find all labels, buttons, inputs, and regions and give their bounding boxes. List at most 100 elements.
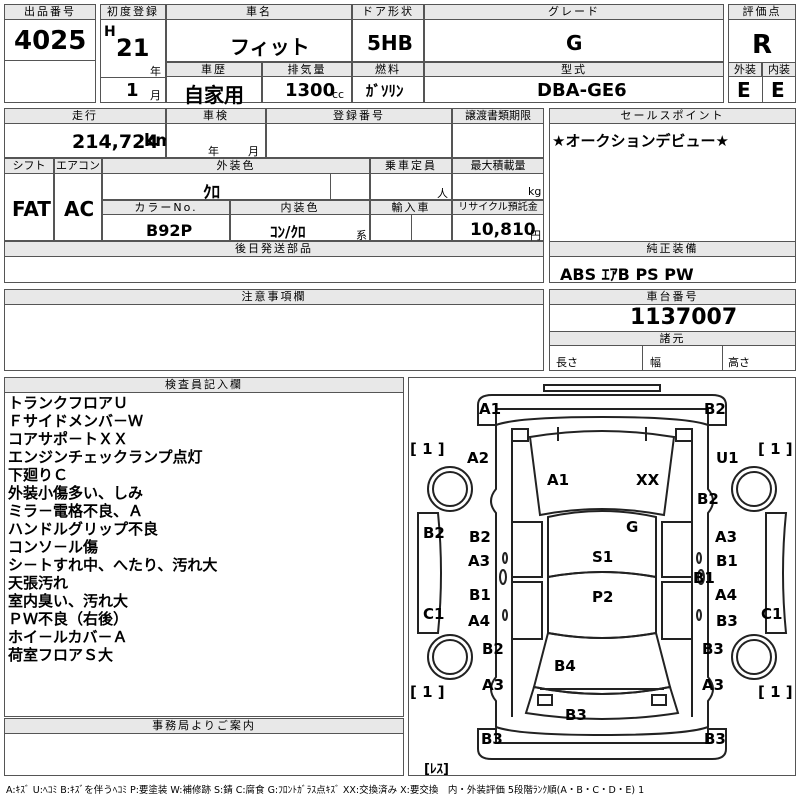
damage-label: B4: [554, 657, 576, 675]
year-unit: 年: [150, 65, 161, 78]
reg-year: 21: [116, 34, 150, 62]
bracket-top-left: [ 1 ]: [410, 440, 445, 458]
damage-label: A1: [547, 471, 570, 489]
fuel-label: 燃料: [352, 62, 424, 77]
ac: AC: [64, 197, 95, 221]
remark-line: シ－トすれ中、へたり、汚れ大: [8, 556, 218, 574]
spec-label: 諸元: [549, 331, 796, 346]
recycle-label: リサイクル預託金: [452, 200, 544, 215]
damage-label: B1: [716, 552, 738, 570]
inspection-label: 車検: [166, 108, 266, 124]
interior-score: E: [771, 78, 785, 102]
model: DBA-GE6: [537, 80, 627, 101]
reg-no-label: 登録番号: [266, 108, 452, 124]
lot-box: [4, 4, 96, 103]
damage-label: A4: [468, 612, 491, 630]
fuel: ｶﾞｿﾘﾝ: [366, 82, 404, 100]
inspection-month-unit: 月: [248, 145, 259, 158]
mileage-unit: km: [144, 131, 174, 151]
int-color-unit: 系: [356, 229, 367, 242]
damage-label: U1: [716, 449, 739, 467]
damage-label: B3: [702, 640, 724, 658]
equipment-label: 純正装備: [549, 241, 796, 257]
damage-label: A3: [702, 676, 725, 694]
damage-label: XX: [636, 471, 660, 489]
remark-line: ミラ－電格不良、Ａ: [8, 502, 144, 520]
damage-label: B2: [469, 528, 491, 546]
lot-label: 出品番号: [4, 4, 96, 20]
damage-label: B3: [716, 612, 738, 630]
damage-label: B2: [423, 524, 445, 542]
ac-label: エアコン: [54, 158, 102, 174]
remark-line: ホイ－ルカバ－Ａ: [8, 628, 128, 646]
office-label: 事務局よりご案内: [4, 718, 404, 734]
inspector-box: [4, 377, 404, 717]
interior-label: 内装: [762, 62, 796, 77]
mileage-label: 走行: [4, 108, 166, 124]
damage-label: P2: [592, 588, 614, 606]
recycle-unit: 円: [530, 229, 541, 242]
bracket-top-right: [ 1 ]: [758, 440, 793, 458]
car-diagram-box: [408, 377, 796, 776]
remark-line: 下廻りＣ: [8, 466, 69, 484]
height-label: 高さ: [728, 356, 750, 369]
shift-label: シフト: [4, 158, 54, 174]
remark-line: 外装小傷多い、しみ: [8, 484, 144, 502]
displacement-label: 排気量: [262, 62, 352, 77]
car-diagram: [417, 384, 788, 760]
int-color: ｺﾝ/ｸﾛ: [270, 223, 306, 241]
int-color-label: 内装色: [230, 200, 370, 215]
sales-point-label: セールスポイント: [549, 108, 796, 124]
door-type: 5HB: [367, 31, 413, 55]
max-load-label: 最大積載量: [452, 158, 544, 174]
damage-label: B3: [704, 730, 726, 748]
displacement-unit: cc: [332, 88, 345, 101]
reg-month: 1: [126, 80, 139, 101]
damage-label: G: [626, 518, 639, 536]
legend-footer: A:ｷｽﾞ U:ﾍｺﾐ B:ｷｽﾞを伴うﾍｺﾐ P:要塗装 W:補修跡 S:錆 …: [6, 785, 645, 796]
transfer-label: 譲渡書類期限: [452, 108, 544, 124]
damage-label: B3: [565, 706, 587, 724]
color-no-label: カラーNo.: [102, 200, 230, 215]
era: H: [104, 24, 116, 40]
damage-label: A3: [715, 528, 738, 546]
bracket-bottom-left: [ 1 ]: [410, 683, 445, 701]
damage-label: A3: [468, 552, 491, 570]
import-label: 輸入車: [370, 200, 452, 215]
shift: FAT: [12, 197, 51, 221]
chassis-number: 1137007: [630, 305, 738, 330]
damage-label: B3: [481, 730, 503, 748]
inspector-remarks: トランクフロアＵ Ｆサイドメンバ－Ｗ コアサポ－トＸＸ エンジンチェックランプ点…: [8, 394, 217, 664]
damage-label: B1: [693, 569, 715, 587]
lot-number: 4025: [14, 26, 87, 56]
ext-color-label: 外装色: [102, 158, 370, 174]
history-label: 車歴: [166, 62, 262, 77]
damage-label: A1: [479, 400, 502, 418]
inspector-label: 検査員記入欄: [4, 377, 404, 393]
door-label: ドア形状: [352, 4, 424, 20]
remark-line: トランクフロアＵ: [8, 394, 129, 412]
remark-line: エンジンチェックランプ点灯: [8, 448, 203, 466]
damage-label: B2: [482, 640, 504, 658]
sales-point: ★オークションデビュー★: [552, 132, 729, 150]
history: 自家用: [184, 83, 244, 107]
remark-line: ハンドルグリップ不良: [8, 520, 159, 538]
grade: G: [566, 31, 583, 55]
car-name: フィット: [230, 35, 310, 59]
score: R: [752, 30, 773, 60]
car-name-label: 車名: [166, 4, 352, 20]
damage-label: B2: [697, 490, 719, 508]
remark-line: コアサポ－トＸＸ: [8, 430, 129, 448]
exterior-score: E: [737, 78, 751, 102]
length-label: 長さ: [556, 356, 578, 369]
capacity-unit: 人: [437, 187, 448, 200]
remark-line: コンソ－ル傷: [8, 538, 99, 556]
remark-line: 天張汚れ: [8, 574, 69, 592]
remark-line: 室内臭い、汚れ大: [8, 592, 129, 610]
score-label: 評価点: [728, 4, 796, 20]
damage-label: A2: [467, 449, 490, 467]
remark-line: 荷室フロアＳ大: [8, 646, 114, 664]
mileage: 214,724: [72, 131, 159, 153]
remark-line: Ｆサイドメンバ－Ｗ: [8, 412, 144, 430]
first-reg-box: [100, 4, 166, 103]
